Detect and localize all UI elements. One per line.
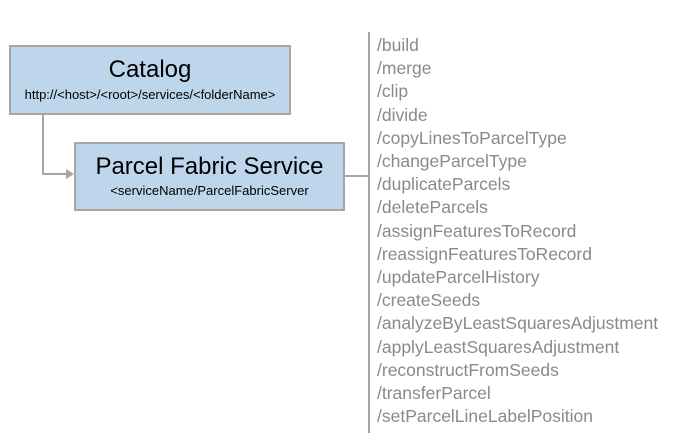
endpoint-item: /clip (377, 81, 409, 102)
endpoint-item: /merge (377, 58, 432, 79)
endpoint-item: /transferParcel (377, 383, 491, 404)
endpoint-item: /build (377, 35, 419, 55)
endpoint-item: /changeParcelType (377, 151, 527, 172)
endpoint-list: /build/merge/clip/divide/copyLinesToParc… (377, 34, 658, 428)
endpoint-item: /applyLeastSquaresAdjustment (377, 336, 620, 357)
service-to-endpoints-line (343, 175, 369, 177)
parcel-fabric-service-box: Parcel Fabric Service <serviceName/Parce… (74, 142, 345, 211)
service-box-title: Parcel Fabric Service (95, 152, 324, 180)
endpoint-item: /duplicateParcels (377, 174, 511, 195)
endpoint-item: /createSeeds (377, 290, 481, 311)
endpoint-item: /copyLinesToParcelType (377, 127, 567, 148)
catalog-box-title: Catalog (108, 56, 192, 84)
endpoint-item: /reassignFeaturesToRecord (377, 243, 592, 264)
endpoint-item: /deleteParcels (377, 197, 488, 218)
endpoint-item: /updateParcelHistory (377, 267, 540, 288)
endpoint-item: /setParcelLineLabelPosition (377, 406, 593, 427)
endpoint-item: /analyzeByLeastSquaresAdjustment (377, 313, 659, 334)
service-box-url-pattern: <serviceName/ParcelFabricServer (110, 183, 309, 199)
endpoint-item: /divide (377, 104, 428, 125)
arrowhead-icon (66, 169, 74, 179)
endpoint-item: /reconstructFromSeeds (377, 359, 559, 380)
catalog-to-service-horizontal-line (42, 173, 67, 175)
endpoint-item: /assignFeaturesToRecord (377, 220, 577, 241)
catalog-to-service-vertical-line (42, 115, 44, 175)
endpoints-divider-line (368, 32, 370, 433)
catalog-box-url-pattern: http://<host>/<root>/services/<folderNam… (24, 86, 276, 102)
catalog-box: Catalog http://<host>/<root>/services/<f… (9, 45, 291, 115)
